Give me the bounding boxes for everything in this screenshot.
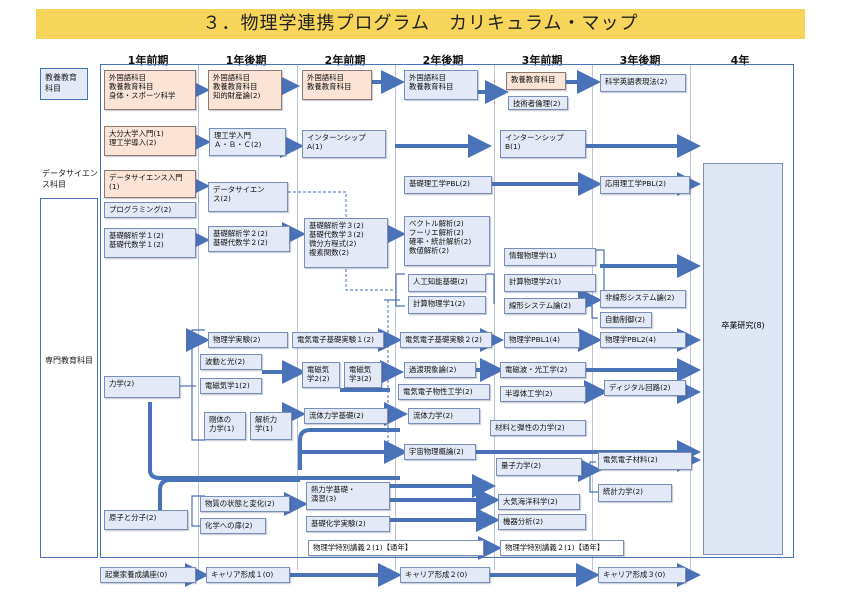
course-career-2: キャリア形成２(0) [400, 567, 490, 583]
course-entrepreneur: 起業家養成講座(0) [100, 567, 196, 583]
course-comp-physics-1: 計算物理学1(2) [408, 296, 486, 314]
course-internship-a: インターンシップ A(1) [302, 130, 386, 158]
category-general: 教養教育科目 [40, 68, 88, 100]
course-ee-exp-2: 電気電子基礎実験２(2) [400, 332, 492, 348]
course-instrumental-analysis: 機器分析(2) [498, 514, 586, 530]
column-divider [494, 64, 495, 570]
course-ee-materials: 電気電子材料(2) [598, 452, 692, 470]
course-atmos-ocean: 大気海洋科学(2) [498, 494, 580, 510]
course-rigid-body: 剛体の 力学(1) [204, 412, 246, 440]
course-nonlinear-systems: 非線形システム論(2) [600, 290, 686, 308]
course-astrophysics: 宇宙物理概論(2) [404, 444, 476, 460]
course-material-elasticity: 材料と弾性の力学(2) [490, 420, 586, 436]
course-ds-intro: データサイエンス入門(1) [104, 170, 196, 198]
category-data-science: データサイエンス科目 [42, 169, 98, 189]
course-math-y1a: 基礎解析学１(2) 基礎代数学１(2) [104, 228, 196, 258]
course-math-y1b: 基礎解析学２(2) 基礎代数学２(2) [208, 226, 290, 252]
course-data-science: データサイエン ス(2) [208, 182, 288, 212]
category-specialized: 専門教育科目 [40, 198, 98, 558]
column-header-y3-first: 3年前期 [521, 54, 563, 67]
course-ethics: 技術者倫理(2) [508, 96, 568, 110]
course-math-y2a: 基礎解析学３(2) 基礎代数学３(2) 微分方程式(2) 複素関数(2) [304, 218, 388, 268]
course-statistical-mech: 統計力学(2) [598, 484, 672, 502]
course-physics-pbl2: 物理学PBL2(4) [600, 332, 686, 348]
column-header-y2-second: 2年後期 [422, 54, 464, 67]
column-divider [198, 64, 199, 570]
course-career-1: キャリア形成１(0) [206, 567, 290, 583]
course-em-2: 電磁気 学2(2) [302, 362, 340, 388]
course-special-lecture-y3: 物理学特別講義２(1)【通年】 [500, 540, 624, 556]
column-divider [297, 64, 298, 570]
course-ee-material-physics: 電気電子物性工学(2) [398, 384, 490, 400]
column-header-y1-first: 1年前期 [127, 54, 169, 67]
course-intro-y1a: 大分大学入門(1) 理工学導入(2) [104, 126, 196, 156]
course-linear-systems: 線形システム論(2) [504, 298, 586, 314]
course-general-y3a: 教養教育科目 [506, 72, 566, 90]
course-quantum: 量子力学(2) [496, 458, 582, 476]
course-rikou-intro: 理工学入門 Ａ・Ｂ・Ｃ(2) [209, 128, 286, 156]
course-foreign-lang-y1a: 外国語科目 教養教育科目 身体・スポーツ科学 [104, 70, 196, 110]
page-title: ３．物理学連携プログラム カリキュラム・マップ [36, 9, 805, 39]
course-physics-pbl1: 物理学PBL1(4) [504, 332, 580, 348]
course-physics-exp: 物理学実験(2) [208, 332, 288, 348]
curriculum-frame [100, 64, 794, 558]
course-em-1: 電磁気学1(2) [200, 378, 262, 394]
course-foreign-lang-y2a: 外国語科目 教養教育科目 [302, 70, 372, 100]
course-waves-light: 波動と光(2) [200, 354, 262, 370]
course-chem-gateway: 化学への扉(2) [200, 518, 266, 534]
course-mechanics: 力学(2) [104, 376, 180, 398]
course-foreign-lang-y1b: 外国語科目 教養教育科目 知的財産論(2) [208, 70, 282, 110]
course-basic-pbl: 基礎理工学PBL(2) [404, 176, 492, 194]
course-em-3: 電磁気 学3(2) [344, 362, 382, 388]
course-state-of-matter: 物質の状態と変化(2) [200, 496, 290, 512]
course-comp-physics-2: 計算物理学2(1) [504, 274, 596, 292]
course-semiconductor: 半導体工学(2) [500, 386, 586, 402]
course-internship-b: インターンシップ B(1) [500, 130, 586, 158]
course-info-physics: 情報物理学(1) [504, 248, 596, 266]
course-basic-chem-exp: 基礎化学実験(2) [306, 516, 390, 532]
course-ai-basics: 人工知能基礎(2) [408, 274, 486, 292]
course-science-english: 科学英語表現法(2) [600, 74, 686, 92]
course-special-lecture-y2: 物理学特別講義２(1)【通年】 [308, 540, 484, 556]
course-programming: プログラミング(2) [104, 202, 196, 218]
course-math-y2b: ベクトル解析(2) フーリエ解析(2) 確率・統計解析(2) 数値解析(2) [404, 216, 490, 266]
column-divider [395, 64, 396, 570]
column-divider [690, 64, 691, 570]
course-career-3: キャリア形成３(0) [598, 567, 686, 583]
column-header-y1-second: 1年後期 [225, 54, 267, 67]
course-fluid-mechanics: 流体力学(2) [408, 408, 480, 424]
column-header-y3-second: 3年後期 [619, 54, 661, 67]
course-transients: 過渡現象論(2) [404, 362, 476, 378]
course-digital-circuits: ディジタル回路(2) [604, 380, 686, 396]
course-analytical-mech: 解析力 学(1) [250, 412, 292, 440]
course-em-wave-optics: 電磁波・光工学(2) [500, 362, 586, 378]
course-thermodynamics: 熱力学基礎・ 演習(3) [306, 482, 390, 510]
course-fluid-basics: 流体力学基礎(2) [304, 408, 388, 424]
course-thesis: 卒業研究(8) [703, 163, 783, 555]
course-foreign-lang-y2b: 外国語科目 教養教育科目 [404, 70, 478, 100]
column-header-y4: 4年 [730, 54, 750, 67]
course-auto-control: 自動制御(2) [600, 312, 652, 328]
course-atoms-molecules: 原子と分子(2) [104, 510, 188, 530]
course-applied-pbl: 応用理工学PBL(2) [600, 176, 690, 194]
course-ee-exp-1: 電気電子基礎実験１(2) [292, 332, 384, 348]
column-header-y2-first: 2年前期 [324, 54, 366, 67]
